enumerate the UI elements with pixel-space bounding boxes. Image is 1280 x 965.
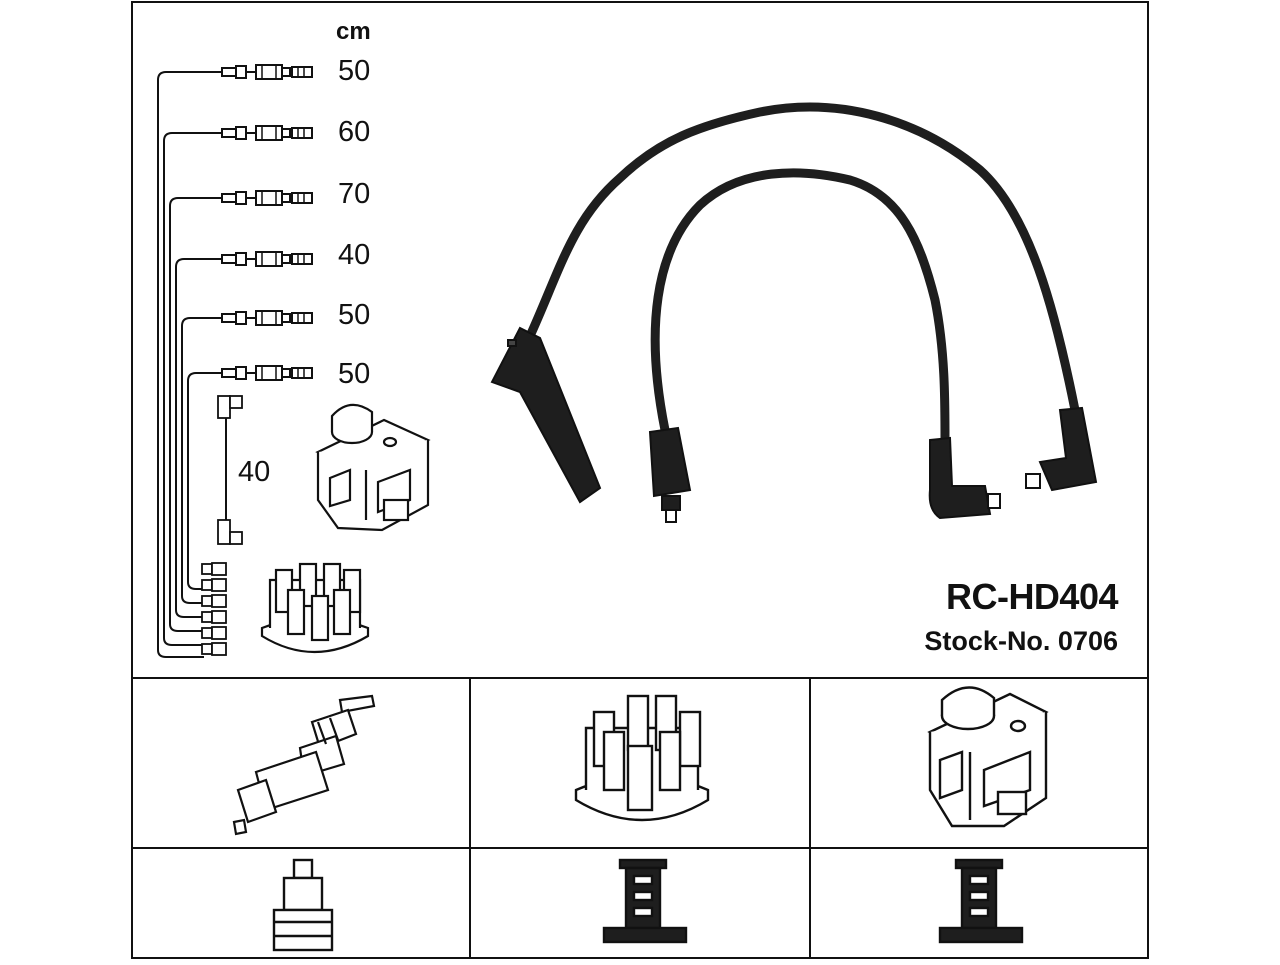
cable-length-5: 50 [338, 299, 371, 331]
coil-lead-length: 40 [238, 456, 271, 488]
wiring-schematic [157, 71, 227, 658]
unit-label: cm [336, 18, 371, 45]
spark-plug-boot-angled [928, 436, 1001, 520]
cable-length-1: 50 [338, 55, 371, 87]
distributor-cap-small-icon [260, 562, 370, 653]
frame [131, 1, 1149, 959]
spark-plug-boot-straight [490, 326, 602, 504]
cable-length-6: 50 [338, 358, 371, 390]
spark-plug-icon [232, 694, 376, 836]
coil-small-icon [315, 403, 431, 532]
distributor-side-terminals [201, 562, 227, 656]
cable-length-3: 70 [338, 178, 371, 210]
cable-end-connectors [221, 64, 313, 381]
cable-set-drawing [490, 102, 1098, 523]
distributor-cap-icon [574, 694, 710, 822]
coil-terminal-icon [938, 858, 1024, 944]
cable-length-2: 60 [338, 116, 371, 148]
product-code: RC-HD404 [945, 576, 1119, 617]
distributor-terminal-icon [602, 858, 688, 944]
spark-plug-terminal-icon [272, 858, 334, 952]
stock-number: Stock-No. 0706 [924, 626, 1118, 656]
distributor-boot-straight [648, 426, 692, 523]
coil-boot-angled [1025, 406, 1098, 492]
cable-length-4: 40 [338, 239, 371, 271]
ignition-coil-icon [927, 686, 1049, 828]
coil-lead-terminals [217, 395, 243, 545]
